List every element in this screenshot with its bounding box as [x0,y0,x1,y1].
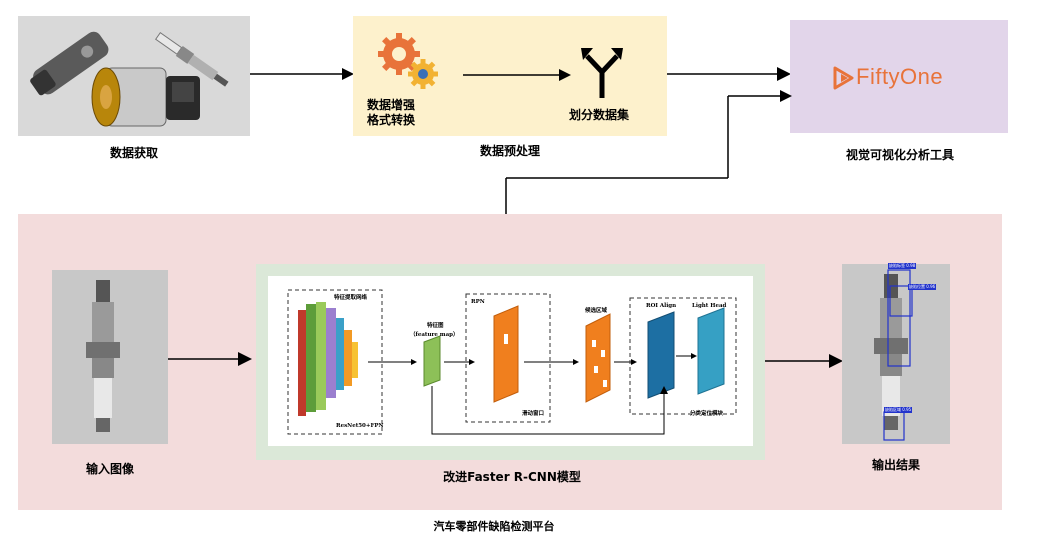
roi-align-label: ROI Align [646,303,677,309]
output-caption: 输出结果 [871,458,920,472]
preprocessing-panel: 数据增强 格式转换 划分数据集 [353,16,667,136]
input-image [52,270,168,444]
rpn-block [493,305,519,403]
visualization-caption: 视觉可视化分析工具 [845,148,954,162]
backbone-layer [344,330,352,386]
data-acquisition-caption: 数据获取 [109,146,158,160]
arrow-acq-to-preproc [250,68,354,80]
feature-map-block [423,335,441,387]
cls-reg-label: 分类定位模块 [690,411,724,417]
gears-icon [378,33,438,89]
output-label: 缺陷标签 0.98 [888,263,917,269]
feature-map-label-2: （feature map） [410,332,459,338]
light-head-block [697,307,725,395]
arrow-aug-to-split [463,69,571,81]
backbone-layer [352,342,358,378]
backbone-layer [316,302,326,410]
split-dataset-label: 划分数据集 [568,108,629,122]
backbone-title: 特征提取网络 [334,295,368,301]
platform-title: 汽车零部件缺陷检测平台 [433,520,555,533]
fiftyone-logo-icon [833,66,854,90]
backbone-label: ResNet50+FPN [336,423,384,429]
backbone-layer [336,318,344,390]
augmentation-label-line2: 格式转换 [367,113,416,127]
output-image: 缺陷标签 0.98 缺陷位置 0.96 缺陷区域 0.95 [842,263,950,444]
rpn-label: 滑动窗口 [522,411,545,417]
roi-align-block [647,311,675,399]
backbone-layer [298,310,306,416]
proposals-block [585,313,611,403]
preprocessing-caption: 数据预处理 [479,144,540,158]
model-diagram [287,289,737,435]
backbone-layer [306,304,316,412]
fiftyone-logo-text: FiftyOne [856,64,944,89]
car-parts-illustration [30,31,229,127]
visualization-panel: FiftyOne [790,20,1008,133]
arrow-preproc-to-vis [667,67,791,81]
output-label: 缺陷区域 0.95 [884,407,913,413]
proposals-label: 候选区域 [585,308,608,314]
output-label: 缺陷位置 0.96 [908,284,937,290]
feature-map-label-1: 特征图 [427,323,444,329]
arrow-input-to-model [168,352,252,366]
spark-plug-input [86,280,120,432]
rpn-title: RPN [471,299,485,305]
backbone-layer [326,308,336,398]
input-caption: 输入图像 [85,462,134,476]
split-icon [581,48,623,98]
arrow-model-to-output [765,354,843,368]
spark-plug-output [874,269,913,441]
augmentation-label-line1: 数据增强 [367,98,416,112]
model-caption: 改进Faster R-CNN模型 [443,470,581,484]
data-acquisition-image [18,16,250,136]
light-head-label: Light Head [692,303,727,309]
